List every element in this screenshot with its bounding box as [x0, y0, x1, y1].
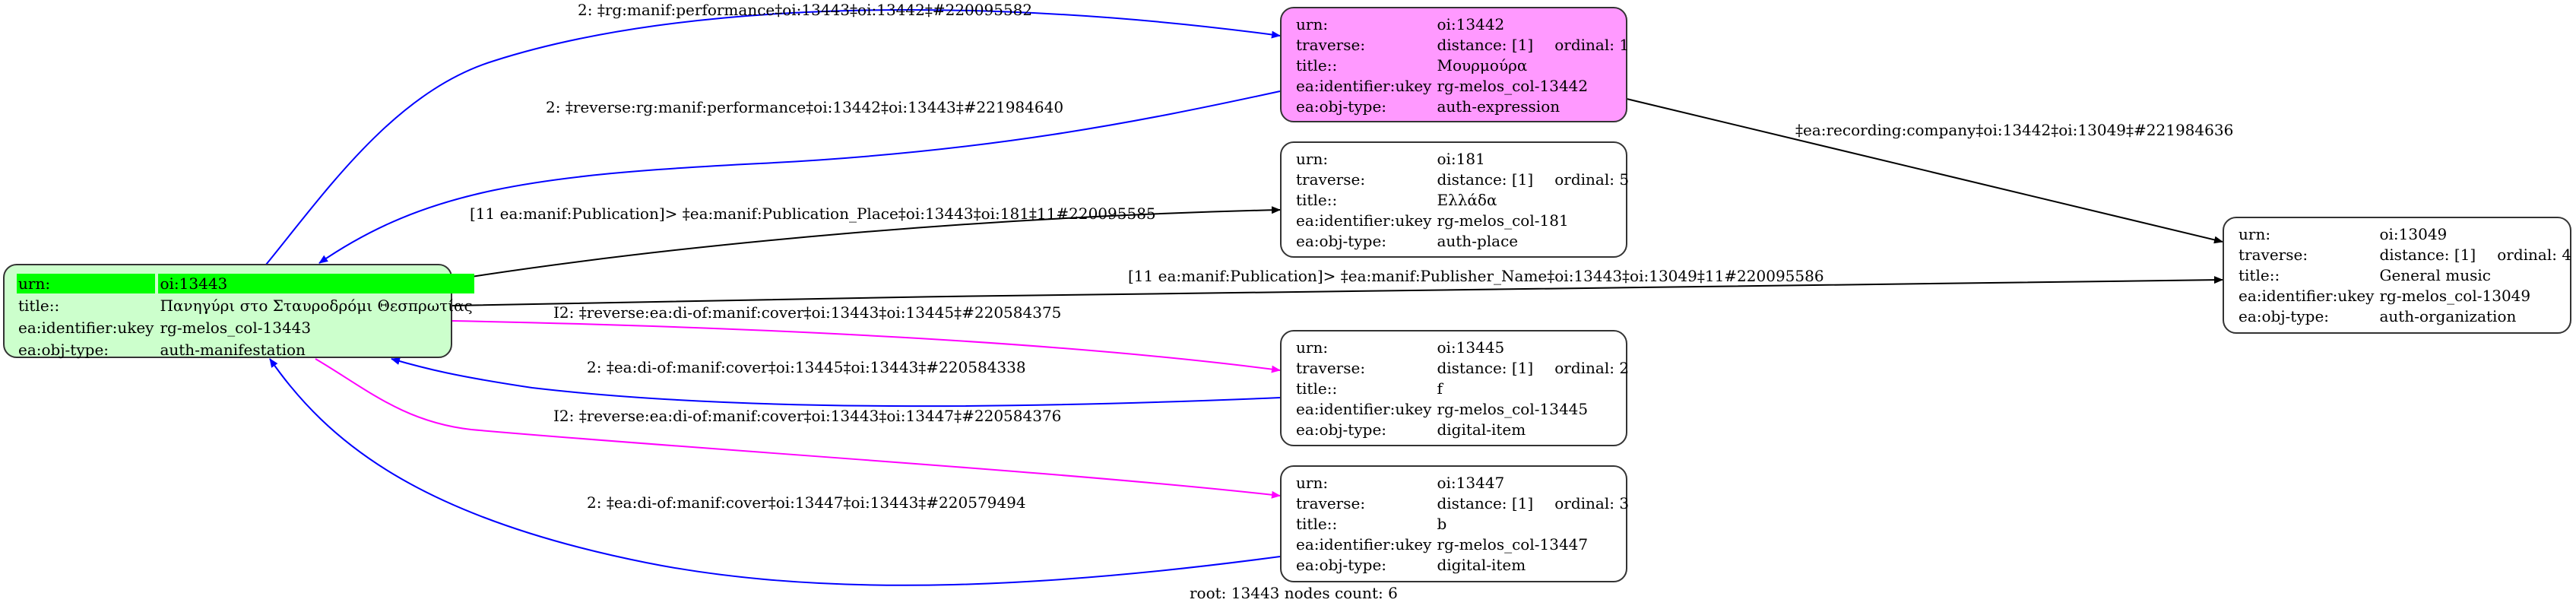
node-oi-13445[interactable]: urn: oi:13445 traverse: distance: [1] ordin… — [1280, 330, 1630, 446]
edge-label: 2: ‡ea:di-of:manif:cover‡oi:13445‡oi:134… — [587, 358, 1026, 376]
edge-reverse-performance[interactable] — [318, 90, 1281, 264]
type-label: ea:obj-type: — [1296, 420, 1387, 439]
ukey-label: ea:identifier:ukey — [1296, 77, 1432, 95]
graph-footer: root: 13443 nodes count: 6 — [1190, 584, 1398, 602]
urn-label: urn: — [17, 274, 156, 293]
type-label: ea:obj-type: — [18, 341, 109, 359]
title-value: f — [1437, 379, 1443, 398]
ukey-value: rg-melos_col-13442 — [1437, 77, 1589, 95]
edge-label: 2: ‡reverse:rg:manif:performance‡oi:1344… — [546, 98, 1064, 116]
edge-performance[interactable] — [265, 8, 1281, 265]
title-value: Μουρμούρα — [1437, 56, 1528, 75]
type-value: digital-item — [1437, 420, 1526, 439]
urn-value: oi:13445 — [1437, 338, 1505, 357]
edge-label: I2: ‡reverse:ea:di-of:manif:cover‡oi:134… — [553, 303, 1062, 322]
ordinal-value: ordinal: 5 — [1554, 170, 1630, 189]
edge-cover-13447[interactable] — [269, 358, 1281, 586]
node-oi-13447[interactable]: urn: oi:13447 traverse: distance: [1] ordin… — [1280, 465, 1630, 582]
edge-cover-13445[interactable] — [391, 357, 1281, 408]
ukey-label: ea:identifier:ukey — [2239, 287, 2375, 305]
type-label: ea:obj-type: — [2239, 307, 2330, 325]
type-value: auth-organization — [2379, 307, 2517, 325]
title-label: title:: — [2239, 266, 2280, 284]
ukey-value: rg-melos_col-13443 — [160, 319, 312, 337]
ukey-label: ea:identifier:ukey — [1296, 535, 1432, 553]
traverse-label: traverse: — [1296, 359, 1366, 377]
urn-label: urn: — [1296, 474, 1329, 492]
node-root-oi-13443[interactable]: urn:oi:13443 title::Πανηγύρι στο Σταυροδ… — [3, 264, 474, 359]
distance-value: distance: [1] — [1437, 170, 1534, 189]
title-label: title:: — [1296, 515, 1338, 533]
distance-value: distance: [1] — [2379, 246, 2476, 264]
edge-label: 2: ‡ea:di-of:manif:cover‡oi:13447‡oi:134… — [587, 493, 1026, 512]
title-value: Πανηγύρι στο Σταυροδρόμι Θεσπρωτίας — [160, 297, 473, 315]
type-value: digital-item — [1437, 556, 1526, 574]
urn-label: urn: — [1296, 338, 1329, 357]
ukey-value: rg-melos_col-13447 — [1437, 535, 1589, 553]
urn-value: oi:13049 — [2379, 225, 2448, 243]
traverse-label: traverse: — [2239, 246, 2308, 264]
title-label: title:: — [18, 297, 60, 315]
type-value: auth-expression — [1437, 97, 1560, 116]
type-label: ea:obj-type: — [1296, 556, 1387, 574]
edge-label: I2: ‡reverse:ea:di-of:manif:cover‡oi:134… — [553, 407, 1062, 425]
node-oi-181[interactable]: urn: oi:181 traverse: distance: [1] ordinal… — [1280, 141, 1630, 258]
distance-value: distance: [1] — [1437, 36, 1534, 54]
ordinal-value: ordinal: 3 — [1554, 494, 1630, 512]
urn-label: urn: — [2239, 225, 2271, 243]
distance-value: distance: [1] — [1437, 494, 1534, 512]
ukey-value: rg-melos_col-13049 — [2379, 287, 2531, 305]
ukey-value: rg-melos_col-181 — [1437, 211, 1569, 230]
traverse-label: traverse: — [1296, 36, 1366, 54]
ordinal-value: ordinal: 4 — [2497, 246, 2572, 264]
type-label: ea:obj-type: — [1296, 232, 1387, 250]
edge-label: ‡ea:recording:company‡oi:13442‡oi:13049‡… — [1795, 121, 2234, 139]
title-value: b — [1437, 515, 1447, 533]
urn-value: oi:13442 — [1437, 15, 1505, 33]
edge-reverse-cover-13447[interactable] — [315, 358, 1281, 499]
urn-value: oi:13443 — [158, 274, 474, 293]
urn-label: urn: — [1296, 150, 1329, 168]
urn-value: oi:13447 — [1437, 474, 1505, 492]
title-label: title:: — [1296, 379, 1338, 398]
distance-value: distance: [1] — [1437, 359, 1534, 377]
ordinal-value: ordinal: 1 — [1554, 36, 1630, 54]
node-oi-13049[interactable]: urn: oi:13049 traverse: distance: [1] ordin… — [2223, 217, 2571, 334]
edge-label: 2: ‡rg:manif:performance‡oi:13443‡oi:134… — [578, 1, 1033, 19]
type-value: auth-manifestation — [160, 341, 306, 359]
title-label: title:: — [1296, 56, 1338, 75]
title-value: Ελλάδα — [1437, 191, 1497, 209]
edge-reverse-cover-13445[interactable] — [451, 320, 1281, 373]
edge-label: [11 ea:manif:Publication]> ‡ea:manif:Pub… — [470, 205, 1156, 223]
ordinal-value: ordinal: 2 — [1554, 359, 1630, 377]
ukey-label: ea:identifier:ukey — [1296, 211, 1432, 230]
ukey-value: rg-melos_col-13445 — [1437, 400, 1589, 418]
node-oi-13442[interactable]: urn: oi:13442 traverse: distance: [1] ordin… — [1280, 7, 1630, 122]
urn-value: oi:181 — [1437, 150, 1485, 168]
edge-label: [11 ea:manif:Publication]> ‡ea:manif:Pub… — [1128, 267, 1824, 285]
traverse-label: traverse: — [1296, 170, 1366, 189]
edge-recording-company[interactable] — [1626, 98, 2223, 244]
title-label: title:: — [1296, 191, 1338, 209]
edge-publication-place[interactable] — [451, 206, 1281, 281]
type-label: ea:obj-type: — [1296, 97, 1387, 116]
urn-label: urn: — [1296, 15, 1329, 33]
ukey-label: ea:identifier:ukey — [1296, 400, 1432, 418]
ukey-label: ea:identifier:ukey — [18, 319, 154, 337]
type-value: auth-place — [1437, 232, 1519, 250]
traverse-label: traverse: — [1296, 494, 1366, 512]
title-value: General music — [2379, 266, 2491, 284]
